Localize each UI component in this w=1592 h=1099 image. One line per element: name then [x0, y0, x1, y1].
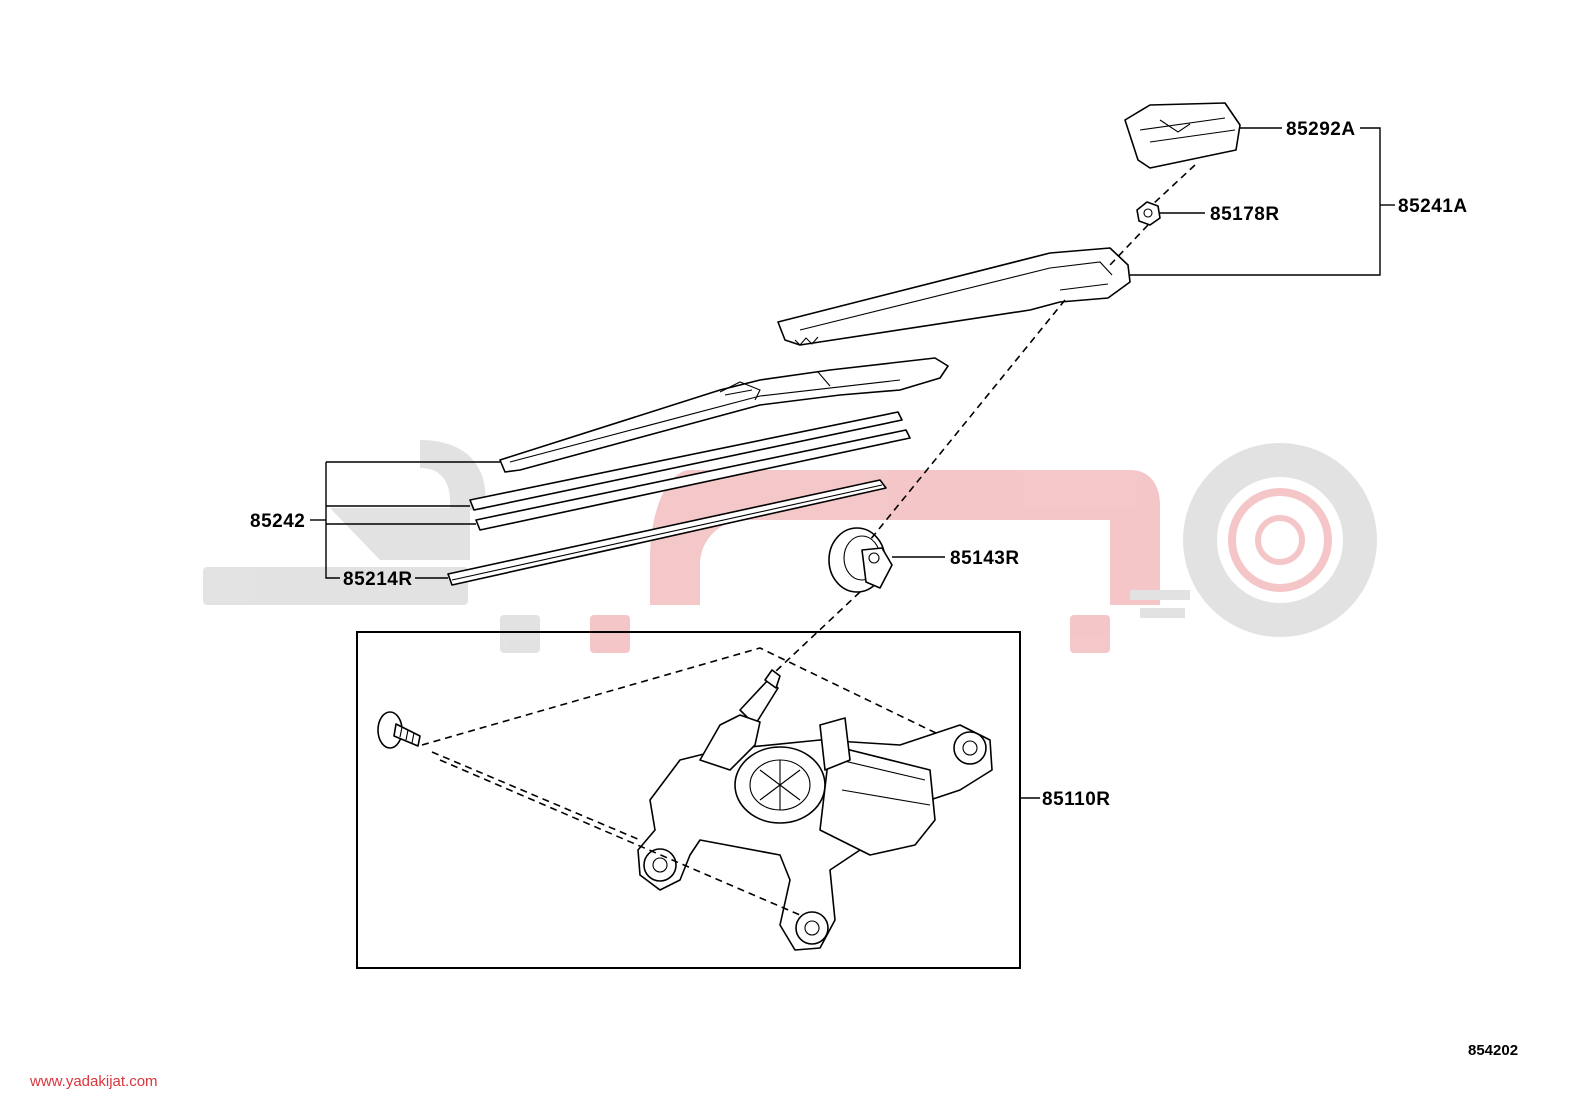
watermark-red-dot [1070, 615, 1110, 653]
label-85214R: 85214R [343, 569, 413, 590]
website-footer: www.yadakijat.com [29, 1073, 158, 1090]
watermark-disc-hub [1255, 515, 1305, 565]
label-85292A: 85292A [1286, 119, 1356, 140]
watermark-red-shape-1 [650, 470, 960, 605]
blade-refill-strip-2 [475, 429, 911, 531]
watermark-red-dot-2 [590, 615, 630, 653]
label-85178R: 85178R [1210, 204, 1280, 225]
watermark-dot-gray [500, 615, 540, 653]
watermark-hook-gray [420, 440, 486, 510]
watermark-speed-line-2 [1140, 608, 1185, 618]
nut [1136, 201, 1161, 226]
wiper-arm-cap [1124, 102, 1241, 169]
blade-rubber [447, 479, 887, 586]
motor-detail-box [356, 631, 1021, 969]
watermark-stroke-gray [330, 508, 470, 560]
label-85110R: 85110R [1042, 789, 1111, 810]
blade-refill-strip-1 [469, 411, 903, 511]
mounting-bolt [377, 711, 421, 749]
label-85143R: 85143R [950, 548, 1020, 569]
wiper-motor [637, 669, 993, 951]
watermark-bar-left [203, 567, 468, 605]
watermark-disc-inner [1228, 488, 1332, 592]
grommet [828, 527, 893, 593]
figure-code: 854202 [1468, 1042, 1518, 1059]
label-85242: 85242 [250, 511, 305, 532]
leader-lines [310, 127, 1395, 799]
watermark-speed-line-1 [1130, 590, 1190, 600]
assembly-dashed-lines [421, 164, 1196, 916]
wiper-blade [499, 357, 949, 473]
watermark-logo [203, 440, 1377, 653]
watermark-disc-outer [1183, 443, 1377, 637]
watermark-red-shape-2 [960, 470, 1160, 605]
label-85241A: 85241A [1398, 196, 1468, 217]
wiper-arm [777, 247, 1131, 346]
